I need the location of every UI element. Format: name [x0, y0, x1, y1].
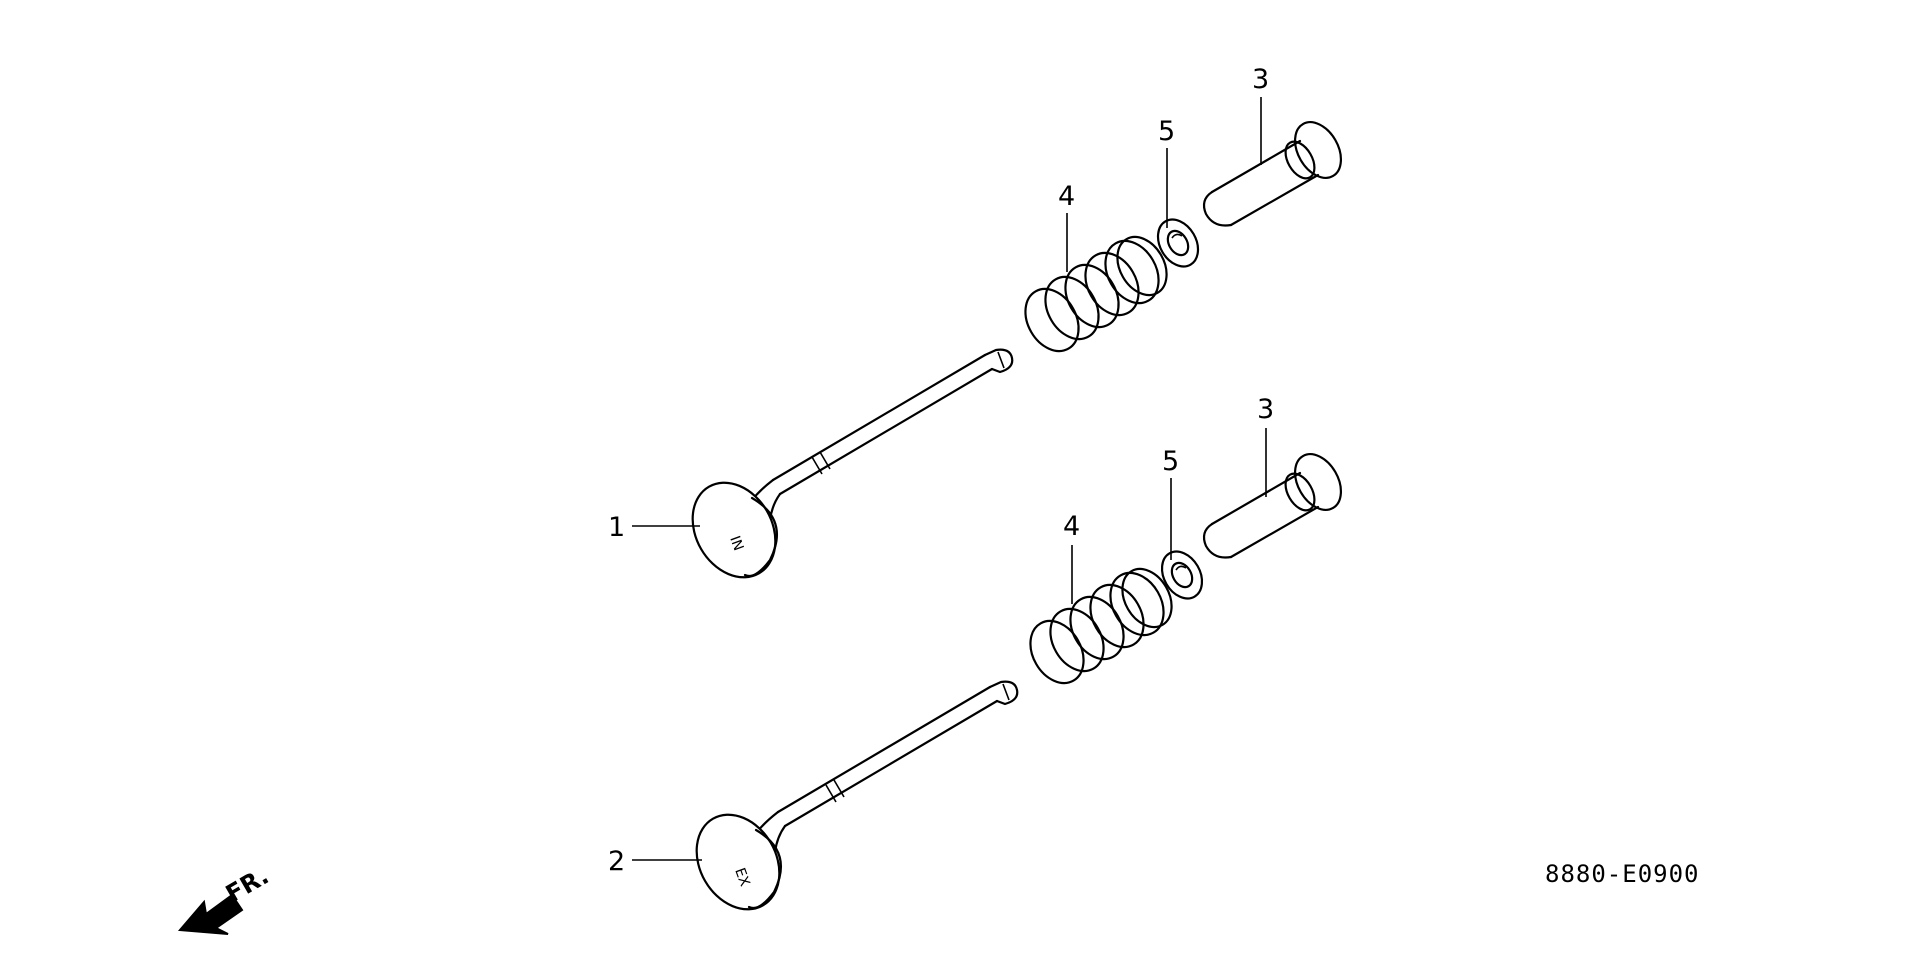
valve-spring-upper[interactable]	[1015, 228, 1177, 360]
valve-retainer-lower[interactable]	[1154, 544, 1210, 605]
valve-retainer-upper[interactable]	[1150, 212, 1206, 273]
callout-lifter-lower: 3	[1257, 394, 1274, 425]
callout-retainer-lower: 5	[1162, 446, 1179, 477]
front-direction-indicator: FR.	[177, 862, 273, 935]
front-arrow-icon	[177, 893, 244, 935]
leader-lines	[632, 97, 1267, 861]
callout-exhaust-valve: 2	[608, 846, 625, 877]
intake-valve[interactable]: IN	[676, 348, 1014, 593]
valve-spring-lower[interactable]	[1020, 560, 1182, 692]
exhaust-mark: EX	[731, 866, 752, 889]
callout-lifter-upper: 3	[1252, 64, 1269, 95]
callout-spring-upper: 4	[1058, 181, 1075, 212]
callout-intake-valve: 1	[608, 512, 625, 543]
callout-retainer-upper: 5	[1158, 116, 1175, 147]
diagram-code: 8880-E0900	[1545, 860, 1700, 888]
callout-spring-lower: 4	[1063, 511, 1080, 542]
intake-mark: IN	[726, 534, 746, 553]
exhaust-valve[interactable]: EX	[680, 680, 1019, 925]
valve-lifter-upper[interactable]	[1202, 114, 1350, 227]
valve-lifter-lower[interactable]	[1202, 446, 1350, 559]
